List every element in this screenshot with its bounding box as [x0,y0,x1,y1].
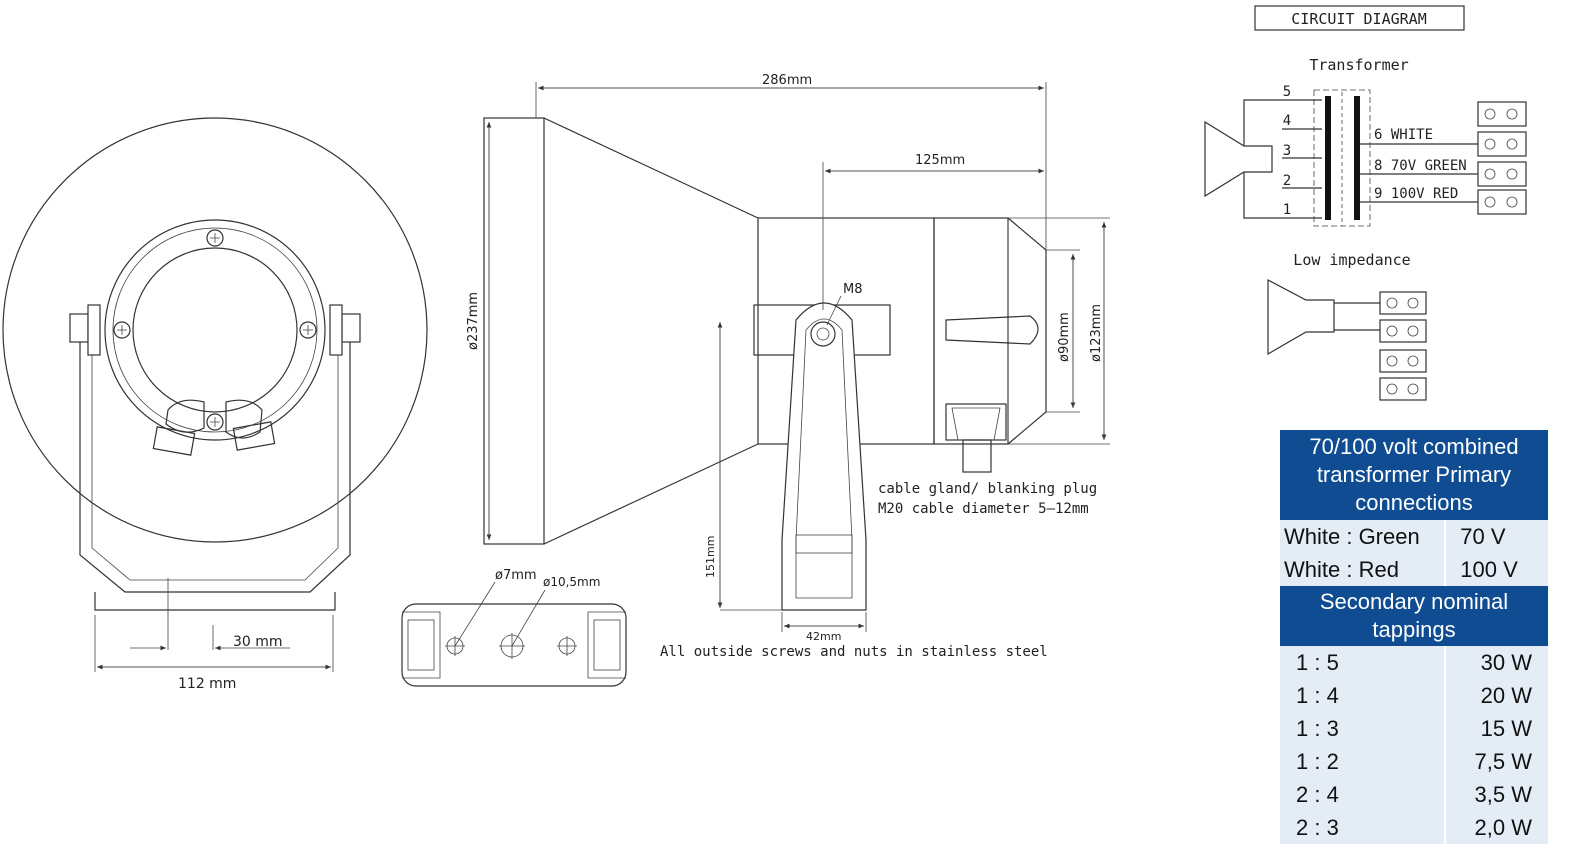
low-impedance-label: Low impedance [1293,251,1410,269]
tap-ratio: 1 : 3 [1280,712,1447,745]
speaker-icon [1267,279,1335,356]
table-row: White : Green 70 V [1280,520,1548,553]
terminal-block-icon [1477,101,1527,215]
primary-tap-3: 3 [1283,143,1291,159]
speaker-icon [1204,120,1273,198]
tap-ratio: 2 : 4 [1280,778,1447,811]
secondary-tap-6: 6 WHITE [1374,127,1433,143]
table-row: 1 : 4 20 W [1280,679,1548,712]
side-view: M8 286mm 125mm ø237mm ø90mm ø123mm 151mm [466,73,1110,643]
depth-label: 125mm [915,153,965,168]
secondary-tap-9: 9 100V RED [1374,186,1458,202]
tap-ratio: 1 : 5 [1280,646,1447,679]
front-view: 30 mm 112 mm [2,117,428,692]
foot-offset-label: 30 mm [233,634,283,650]
table-row: White : Red 100 V [1280,553,1548,586]
table-row: 1 : 3 15 W [1280,712,1548,745]
hole-large-label: ø10,5mm [543,575,600,589]
primary-header-row: 70/100 volt combined transformer Primary… [1280,430,1548,520]
table-row: 2 : 4 3,5 W [1280,778,1548,811]
bracket-height-label: 151mm [704,536,717,578]
primary-value: 100 V [1445,553,1548,586]
body-diameter-label: ø123mm [1089,304,1104,362]
foot-view: ø7mm ø10,5mm [401,568,627,687]
primary-tap-4: 4 [1283,113,1291,129]
circuit-title: CIRCUIT DIAGRAM [1291,10,1426,28]
table-row: 1 : 5 30 W [1280,646,1548,679]
tap-power: 30 W [1445,646,1548,679]
primary-key: White : Green [1280,520,1447,553]
screw-icon [113,229,317,431]
transformer-label: Transformer [1309,56,1408,74]
tap-ratio: 1 : 4 [1280,679,1447,712]
bolt-label: M8 [843,282,863,297]
gland-note-line2: M20 cable diameter 5–12mm [878,501,1089,517]
stainless-note: All outside screws and nuts in stainless… [660,644,1048,660]
tap-power: 7,5 W [1445,745,1548,778]
primary-value: 70 V [1445,520,1548,553]
primary-tap-1: 1 [1283,202,1291,218]
terminal-block-icon [1379,291,1427,401]
bracket-width-label: 42mm [806,630,841,643]
gland-note-line1: cable gland/ blanking plug [878,481,1097,497]
primary-key: White : Red [1280,553,1447,586]
foot-width-label: 112 mm [178,676,236,692]
table-row: 1 : 2 7,5 W [1280,745,1548,778]
table-row: 2 : 3 2,0 W [1280,811,1548,844]
primary-header: 70/100 volt combined transformer Primary… [1280,430,1548,520]
secondary-header: Secondary nominal tappings [1280,586,1548,646]
circuit-diagram: CIRCUIT DIAGRAM Transformer 5 4 3 2 1 6 … [1204,5,1527,401]
primary-tap-5: 5 [1283,84,1291,100]
tap-ratio: 1 : 2 [1280,745,1447,778]
tap-power: 20 W [1445,679,1548,712]
tap-power: 2,0 W [1445,811,1548,844]
secondary-header-row: Secondary nominal tappings [1280,586,1548,646]
primary-tap-2: 2 [1283,173,1291,189]
tap-power: 15 W [1445,712,1548,745]
hole-small-label: ø7mm [495,568,537,583]
mouth-diameter-label: ø237mm [466,292,481,350]
secondary-tap-8: 8 70V GREEN [1374,158,1467,174]
tap-power: 3,5 W [1445,778,1548,811]
transformer-spec-table: 70/100 volt combined transformer Primary… [1280,430,1548,844]
rear-diameter-label: ø90mm [1057,312,1072,362]
length-label: 286mm [762,73,812,88]
tap-ratio: 2 : 3 [1280,811,1447,844]
